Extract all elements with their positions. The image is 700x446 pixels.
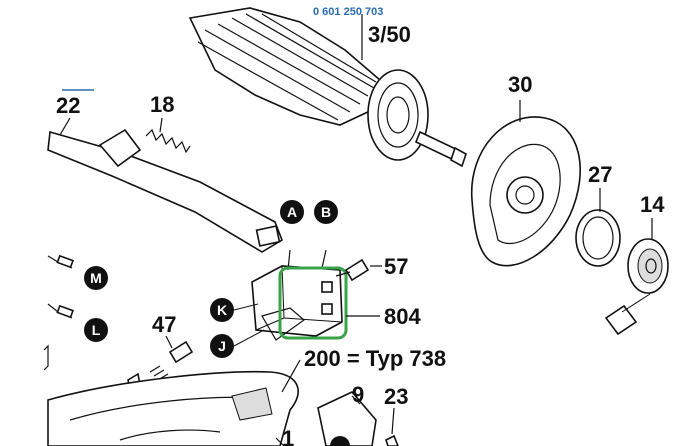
label-switch: 804 [384,304,421,329]
ring-27 [575,188,621,267]
svg-text:M: M [90,270,102,286]
label-ring-27: 27 [588,162,612,187]
callout-b: B [314,200,338,224]
label-armature: 3/50 [368,22,411,47]
bearing-14 [604,218,669,336]
label-screw-47: 47 [152,312,176,337]
label-part-1: 1 [282,426,294,446]
switch-body [251,249,343,341]
callout-k: K [210,298,259,322]
label-housing: 200 = Typ 738 [304,346,446,371]
label-bearing-14: 14 [640,192,665,217]
switch-lever [47,117,283,253]
screw-57 [335,258,382,282]
label-switch-lever: 22 [56,93,80,118]
part-23 [385,407,399,446]
label-part-23: 23 [384,384,408,409]
label-screw-57: 57 [384,254,408,279]
switch-highlight-box [278,266,348,340]
svg-text:B: B [321,204,331,220]
screw-47 [149,335,194,385]
label-part-9: 9 [352,382,364,407]
svg-text:K: K [217,302,227,318]
armature [188,7,467,168]
callout-j: J [210,329,265,358]
bearing-plate [470,100,581,267]
part-1 [275,437,285,446]
label-bearing-plate: 30 [508,72,532,97]
wire-l: L [47,303,108,342]
svg-text:A: A [287,204,297,220]
svg-text:L: L [92,322,101,338]
edge-mark [43,344,49,371]
part-9 [317,391,377,446]
svg-text:J: J [218,338,226,354]
label-spring: 18 [150,92,174,117]
housing [47,359,301,446]
spring [145,117,191,154]
drawing-number: 0 601 250 703 [313,6,383,18]
callout-a: A [280,200,304,224]
wire-m: M [47,254,108,290]
